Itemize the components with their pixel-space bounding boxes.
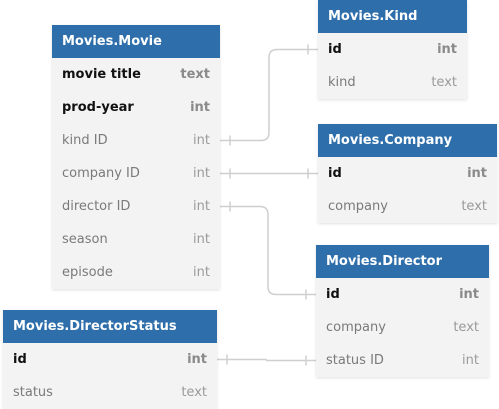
table-row[interactable]: company ID int: [52, 157, 220, 190]
field-name: kind: [328, 75, 356, 90]
table-row[interactable]: status ID int: [316, 344, 489, 377]
field-name: director ID: [62, 199, 131, 214]
field-type: int: [193, 232, 210, 247]
field-name: id: [13, 352, 27, 367]
table-header[interactable]: Movies.Director: [316, 245, 489, 278]
field-name: kind ID: [62, 133, 108, 148]
table-row[interactable]: episode int: [52, 256, 220, 289]
field-name: status: [13, 385, 53, 400]
field-type: text: [180, 67, 210, 82]
field-type: text: [431, 75, 457, 90]
field-name: episode: [62, 265, 113, 280]
field-type: int: [462, 353, 479, 368]
field-name: id: [328, 42, 342, 57]
table-row[interactable]: id int: [318, 157, 497, 190]
field-name: season: [62, 232, 108, 247]
table-movies-movie[interactable]: Movies.Movie movie title text prod-year in…: [52, 25, 220, 289]
table-row[interactable]: status text: [3, 376, 217, 409]
table-header[interactable]: Movies.Kind: [318, 0, 467, 33]
table-header[interactable]: Movies.Movie: [52, 25, 220, 58]
field-type: text: [453, 320, 479, 335]
field-name: id: [328, 166, 342, 181]
table-row[interactable]: kind ID int: [52, 124, 220, 157]
table-row[interactable]: season int: [52, 223, 220, 256]
field-name: company: [326, 320, 386, 335]
field-type: int: [437, 42, 457, 57]
relationship-line[interactable]: [217, 358, 316, 362]
table-row[interactable]: movie title text: [52, 58, 220, 91]
table-movies-company[interactable]: Movies.Company id int company text: [318, 124, 497, 223]
field-name: prod-year: [62, 100, 134, 115]
field-name: company: [328, 199, 388, 214]
table-row[interactable]: id int: [316, 278, 489, 311]
relationship-line[interactable]: [220, 205, 316, 296]
field-type: int: [190, 100, 210, 115]
table-row[interactable]: company text: [318, 190, 497, 223]
field-type: text: [181, 385, 207, 400]
table-row[interactable]: prod-year int: [52, 91, 220, 124]
field-type: int: [193, 133, 210, 148]
table-row[interactable]: director ID int: [52, 190, 220, 223]
table-movies-kind[interactable]: Movies.Kind id int kind text: [318, 0, 467, 99]
field-name: movie title: [62, 67, 141, 82]
field-name: company ID: [62, 166, 140, 181]
field-type: int: [193, 199, 210, 214]
field-type: int: [187, 352, 207, 367]
relationship-line[interactable]: [220, 48, 318, 142]
table-header[interactable]: Movies.DirectorStatus: [3, 310, 217, 343]
table-row[interactable]: id int: [318, 33, 467, 66]
field-name: status ID: [326, 353, 384, 368]
table-row[interactable]: id int: [3, 343, 217, 376]
table-movies-director[interactable]: Movies.Director id int company text status…: [316, 245, 489, 377]
field-type: int: [459, 287, 479, 302]
field-type: int: [467, 166, 487, 181]
field-type: text: [461, 199, 487, 214]
table-header[interactable]: Movies.Company: [318, 124, 497, 157]
table-row[interactable]: kind text: [318, 66, 467, 99]
table-row[interactable]: company text: [316, 311, 489, 344]
field-type: int: [193, 166, 210, 181]
table-movies-directorstatus[interactable]: Movies.DirectorStatus id int status text: [3, 310, 217, 409]
field-name: id: [326, 287, 340, 302]
field-type: int: [193, 265, 210, 280]
